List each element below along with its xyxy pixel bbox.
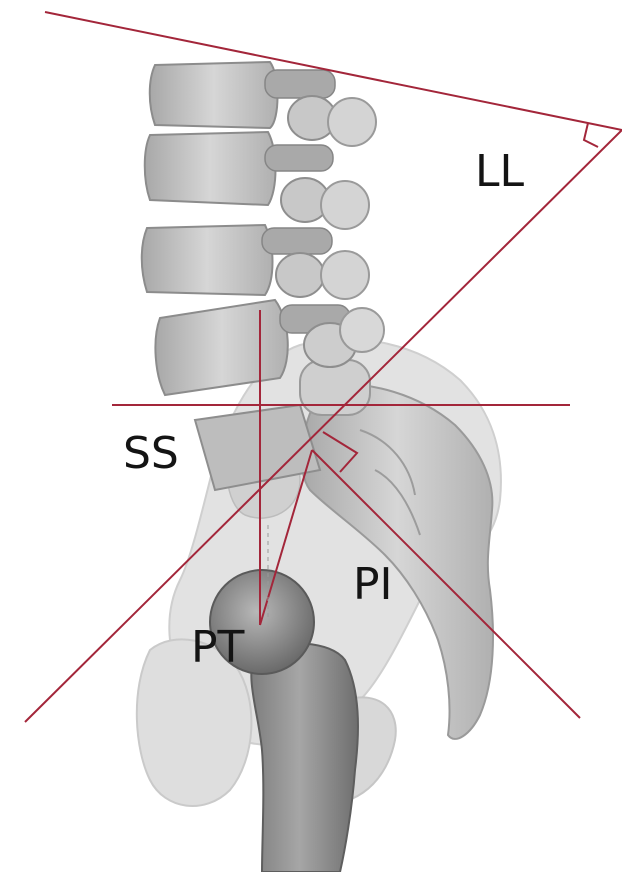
lumbar-vertebrae (142, 62, 384, 395)
pt-label: PT (191, 626, 244, 670)
ll-label: LL (475, 150, 524, 194)
ss-label: SS (123, 432, 179, 476)
pi-label: PI (353, 563, 393, 607)
ll-angle-marker (584, 123, 598, 147)
